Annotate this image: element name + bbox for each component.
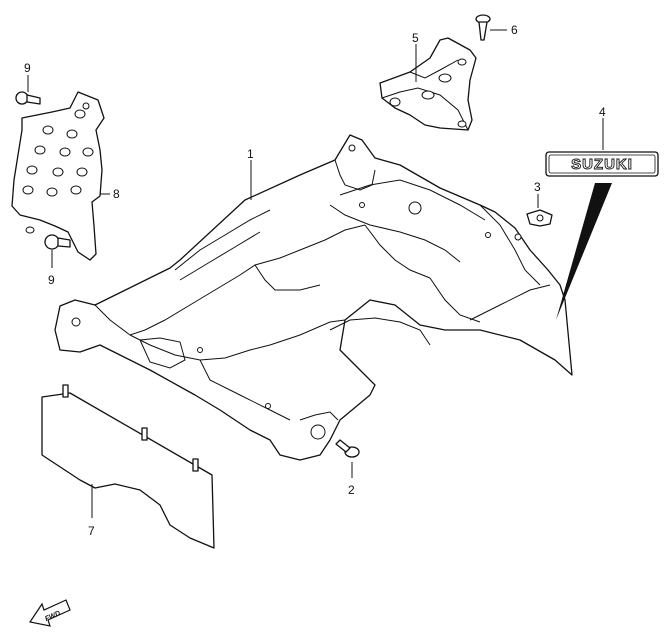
callout-5: 5 bbox=[412, 31, 419, 45]
bolt-lower-part bbox=[44, 234, 71, 250]
callouts: 1 2 3 4 5 6 7 8 9 9 bbox=[24, 23, 606, 538]
clip-part bbox=[526, 209, 553, 227]
bracket-part bbox=[379, 37, 477, 131]
callout-2: 2 bbox=[348, 483, 355, 497]
emblem-stripe bbox=[556, 183, 612, 320]
callout-4: 4 bbox=[599, 105, 606, 119]
lower-panel-part bbox=[41, 384, 215, 549]
emblem-text: SUZUKI bbox=[571, 156, 633, 173]
bolt-upper-part bbox=[15, 91, 41, 105]
fwd-arrow-icon: FWD bbox=[29, 599, 71, 627]
callout-3: 3 bbox=[534, 180, 541, 194]
bolt-part-2 bbox=[335, 439, 360, 458]
screw-part bbox=[475, 14, 491, 41]
leader-lines bbox=[27, 29, 604, 518]
rear-frame-part bbox=[54, 134, 573, 461]
callout-6: 6 bbox=[511, 23, 518, 37]
emblem-part: SUZUKI bbox=[545, 151, 659, 320]
callout-8: 8 bbox=[113, 187, 120, 201]
callout-9-upper: 9 bbox=[24, 61, 31, 75]
side-cover-part bbox=[11, 91, 105, 261]
callout-7: 7 bbox=[88, 524, 95, 538]
callout-9-lower: 9 bbox=[48, 273, 55, 287]
panel-studs bbox=[62, 384, 199, 472]
cover-holes bbox=[22, 102, 94, 234]
callout-1: 1 bbox=[247, 147, 254, 161]
